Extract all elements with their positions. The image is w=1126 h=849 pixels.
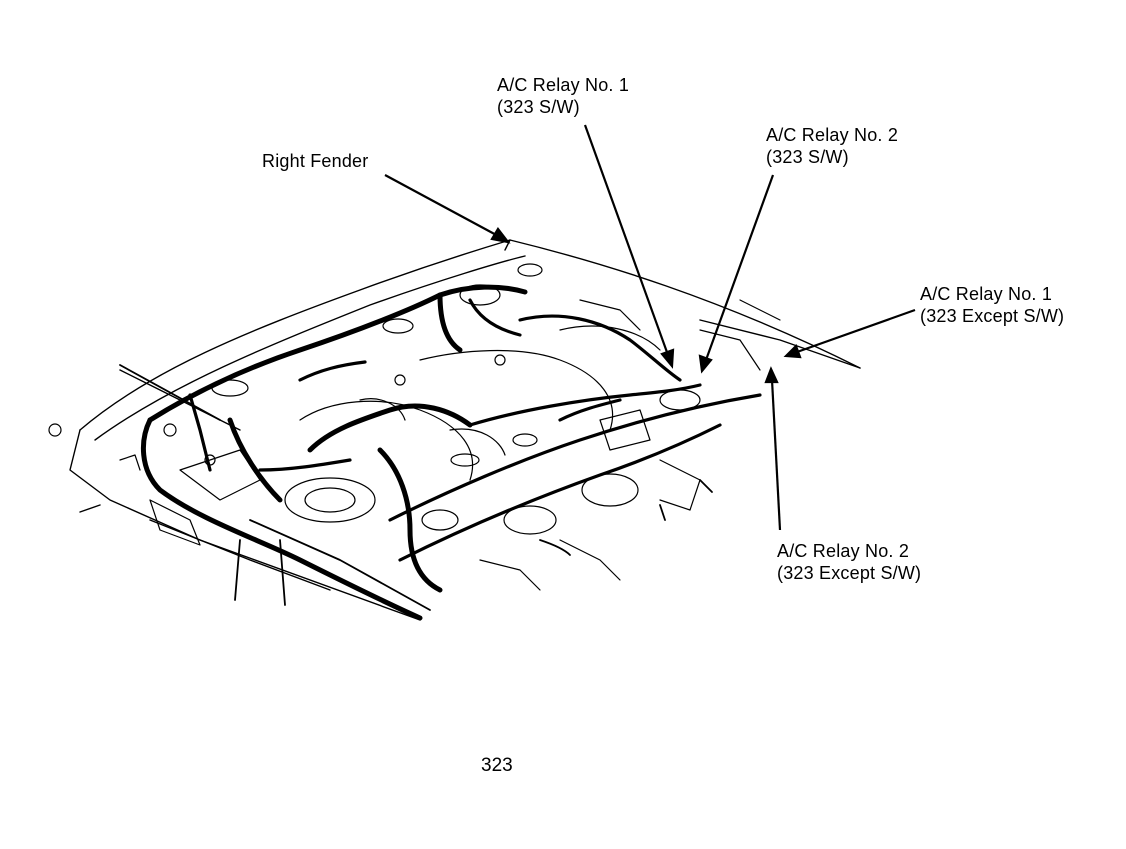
wiring-harness-secondary	[188, 298, 762, 562]
leader-relay2-sw	[704, 174, 775, 361]
leader-relay1-sw	[583, 124, 670, 356]
arrowhead-relay1-except	[783, 344, 802, 359]
label-relay2-sw-line2: (323 S/W)	[766, 147, 849, 167]
page-number: 323	[481, 755, 513, 776]
arrowhead-relay2-except	[764, 366, 779, 384]
label-right-fender-text: Right Fender	[262, 151, 369, 171]
arrowhead-relay2-sw	[698, 354, 713, 374]
leader-relay1-except	[796, 308, 916, 354]
leader-relay2-except	[770, 379, 782, 531]
label-relay1-sw: A/C Relay No. 1 (323 S/W)	[497, 74, 629, 118]
leader-right-fender	[384, 174, 501, 238]
wiring-harness	[140, 284, 528, 621]
leader-lines	[384, 124, 916, 531]
label-relay1-except-line1: A/C Relay No. 1	[920, 284, 1053, 304]
wiring-harness-thin	[119, 364, 713, 611]
label-relay2-sw: A/C Relay No. 2 (323 S/W)	[766, 124, 898, 168]
arrowhead-relay1-sw	[660, 348, 675, 369]
label-relay2-except-line2: (323 Except S/W)	[777, 563, 922, 583]
vehicle-body-outline	[69, 239, 861, 621]
label-relay1-except: A/C Relay No. 1 (323 Except S/W)	[920, 283, 1064, 327]
label-relay1-sw-line1: A/C Relay No. 1	[497, 75, 630, 95]
label-relay2-except: A/C Relay No. 2 (323 Except S/W)	[777, 540, 921, 584]
label-right-fender: Right Fender	[262, 150, 368, 172]
label-relay2-except-line1: A/C Relay No. 2	[777, 541, 910, 561]
arrowhead-right-fender	[490, 227, 511, 244]
label-relay1-except-line2: (323 Except S/W)	[920, 306, 1065, 326]
label-relay2-sw-line1: A/C Relay No. 2	[766, 125, 899, 145]
engine-components	[48, 263, 781, 591]
label-relay1-sw-line2: (323 S/W)	[497, 97, 580, 117]
